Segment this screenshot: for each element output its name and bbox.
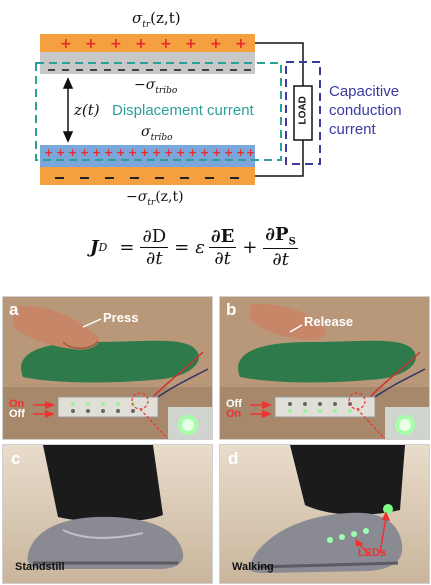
- photo-panel-b: b Release Off On: [219, 296, 430, 440]
- panel-c-caption: Standstill: [15, 561, 65, 573]
- panel-c-letter: c: [11, 449, 21, 468]
- svg-text:+: +: [212, 146, 221, 159]
- svg-text:+: +: [56, 146, 65, 159]
- positive-tribo-layer: [40, 145, 255, 167]
- load-label: LOAD: [297, 96, 309, 125]
- svg-text:+: +: [160, 36, 172, 52]
- panel-d-leds-label: LEDs: [358, 547, 387, 559]
- panel-b-off-label: Off: [226, 398, 242, 410]
- top-charge-label: σtr(z,t): [132, 9, 181, 30]
- top-electrode: [40, 34, 255, 52]
- svg-text:+: +: [236, 146, 245, 159]
- svg-text:+: +: [246, 146, 255, 159]
- bottom-charge-label: −σtr(z,t): [126, 189, 184, 208]
- panel-a-off-label: Off: [9, 408, 25, 420]
- schematic: +++ +++ ++ +++ +++ +++ +++ +++ +++: [0, 0, 431, 215]
- displacement-current-box: [35, 62, 282, 161]
- svg-text:+: +: [68, 146, 77, 159]
- photo-b-scene: [220, 297, 429, 439]
- svg-text:+: +: [110, 36, 122, 52]
- svg-text:+: +: [135, 36, 147, 52]
- svg-text:+: +: [92, 146, 101, 159]
- svg-text:+: +: [176, 146, 185, 159]
- panel-b-letter: b: [226, 300, 237, 319]
- svg-text:+: +: [235, 36, 247, 52]
- svg-text:+: +: [200, 146, 209, 159]
- panel-b-on-label: On: [226, 408, 242, 420]
- schematic-drawing: +++ +++ ++ +++ +++ +++ +++ +++ +++: [35, 34, 321, 185]
- svg-text:+: +: [188, 146, 197, 159]
- panel-a-on-label: On: [9, 398, 25, 410]
- panel-d-letter: d: [228, 449, 239, 468]
- svg-text:+: +: [128, 146, 137, 159]
- bottom-electrode: [40, 167, 255, 185]
- positive-tribo-label: σtribo: [141, 124, 173, 143]
- negative-tribo-label: −σtribo: [134, 77, 178, 96]
- svg-text:+: +: [104, 146, 113, 159]
- svg-text:+: +: [60, 36, 72, 52]
- panel-d-caption: Walking: [232, 561, 274, 573]
- photo-d-scene: [220, 445, 429, 583]
- load-wires: [255, 42, 304, 177]
- photo-a-scene: [3, 297, 212, 439]
- svg-text:+: +: [140, 146, 149, 159]
- gap-label: z(t): [74, 101, 100, 119]
- panel-b-release-label: Release: [304, 314, 354, 329]
- svg-text:+: +: [224, 146, 233, 159]
- svg-text:+: +: [44, 146, 53, 159]
- photo-panel-c: c Standstill: [2, 444, 213, 584]
- panel-a-letter: a: [9, 300, 19, 319]
- conduction-current-box: [285, 61, 321, 165]
- svg-text:+: +: [164, 146, 173, 159]
- svg-text:+: +: [185, 36, 197, 52]
- photo-panel-d: d LEDs Walking: [219, 444, 430, 584]
- positive-layer-plus-signs: +++ +++ +++ +++ +++ +++: [44, 146, 255, 159]
- panel-a-press-label: Press: [103, 310, 139, 325]
- displacement-current-label: Displacement current: [112, 102, 254, 119]
- photo-c-scene: [3, 445, 212, 583]
- svg-text:+: +: [116, 146, 125, 159]
- conduction-current-label: Capacitive conduction current: [329, 83, 402, 138]
- svg-text:+: +: [85, 36, 97, 52]
- load-box: [293, 85, 313, 141]
- photo-panel-a: a Press On Off: [2, 296, 213, 440]
- svg-text:+: +: [152, 146, 161, 159]
- svg-text:+: +: [210, 36, 222, 52]
- svg-text:+: +: [80, 146, 89, 159]
- gap-arrow: [62, 77, 74, 143]
- top-electrode-plus-signs: + + + + + + + +: [60, 36, 247, 52]
